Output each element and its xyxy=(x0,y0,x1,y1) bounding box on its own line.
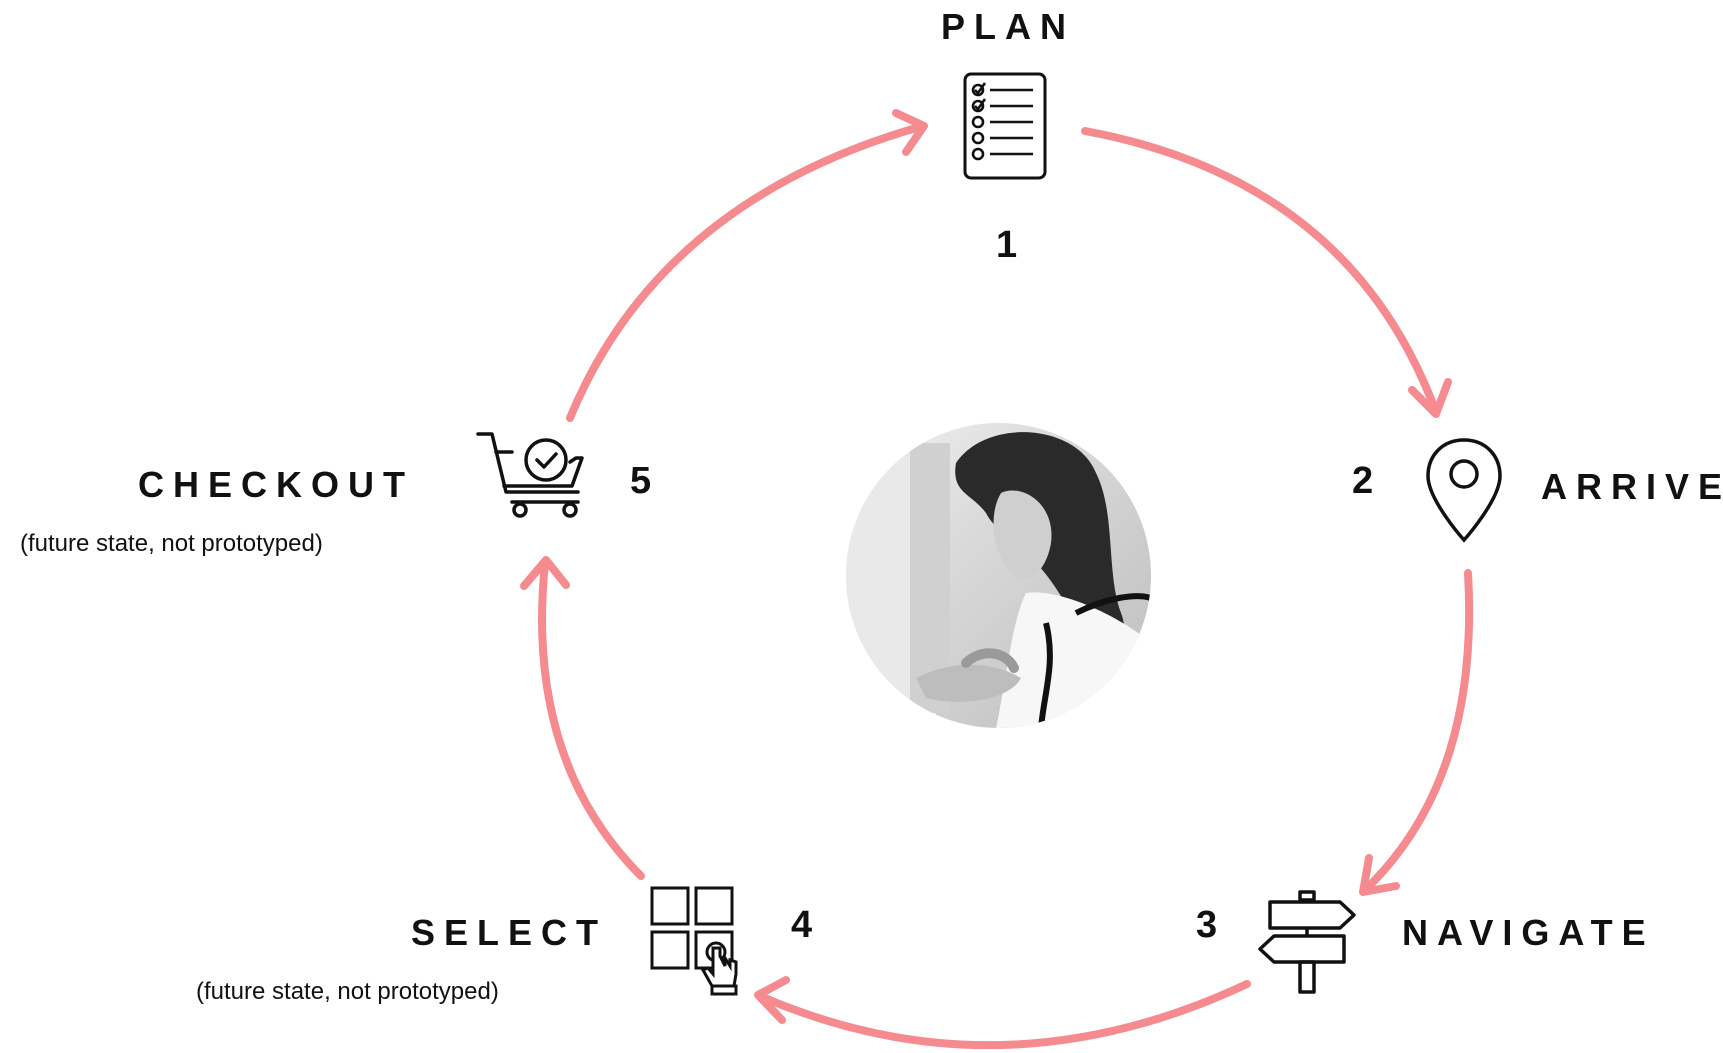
arrow-plan-to-arrive xyxy=(1081,127,1440,416)
location-pin-icon xyxy=(1426,438,1502,543)
stage-note-select: (future state, not prototyped) xyxy=(196,978,499,1005)
stage-title-arrive: ARRIVE xyxy=(1541,466,1723,507)
arrow-select-to-checkout xyxy=(538,559,645,880)
grid-touch-icon xyxy=(650,886,738,996)
person-with-tablet-photo xyxy=(846,423,1151,728)
arrow-navigate-to-select xyxy=(756,980,1251,1050)
signpost-icon xyxy=(1258,890,1356,994)
stage-number-plan: 1 xyxy=(996,224,1018,266)
stage-number-arrive: 2 xyxy=(1352,460,1374,502)
stage-title-navigate: NAVIGATE xyxy=(1402,912,1655,953)
stage-title-plan: PLAN xyxy=(941,6,1075,47)
stage-number-checkout: 5 xyxy=(630,460,652,502)
stage-title-select: SELECT xyxy=(411,912,608,953)
arrow-arrive-to-navigate xyxy=(1361,569,1474,894)
checklist-icon xyxy=(963,72,1047,180)
cart-check-icon xyxy=(476,432,584,518)
stage-note-checkout: (future state, not prototyped) xyxy=(20,530,323,557)
stage-title-checkout: CHECKOUT xyxy=(138,464,414,505)
stage-number-navigate: 3 xyxy=(1196,904,1218,946)
stage-number-select: 4 xyxy=(791,904,813,946)
arrow-checkout-to-plan xyxy=(566,122,927,422)
